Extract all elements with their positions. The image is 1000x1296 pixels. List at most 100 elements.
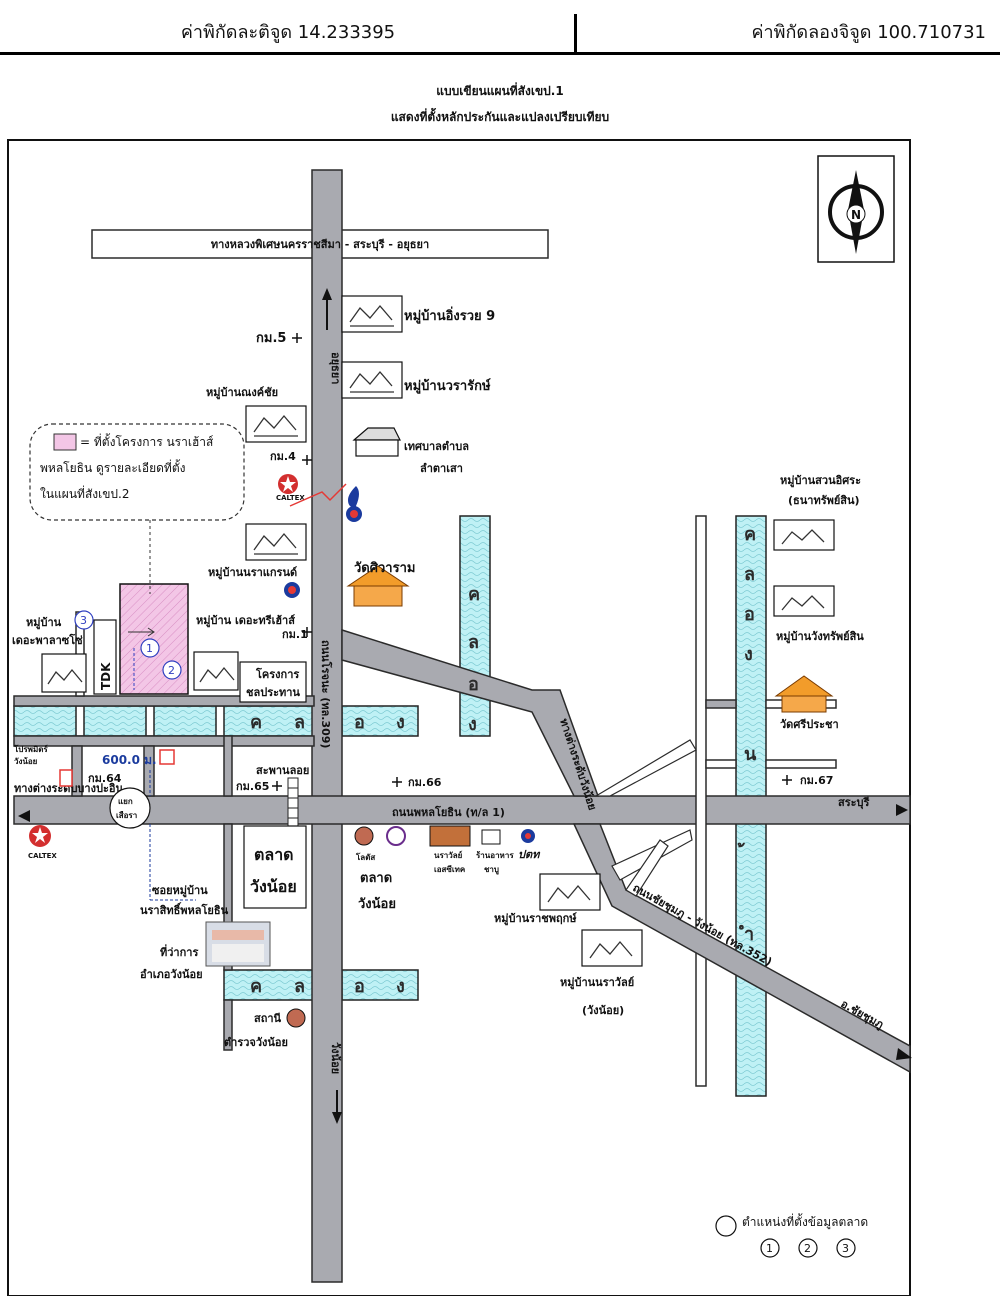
vcanal-char-3: อ — [468, 674, 479, 695]
map-frame — [7, 139, 911, 1296]
marker-circles — [74, 610, 182, 680]
bcanal-char-1: ค — [250, 976, 262, 997]
village-label-1: หมู่บ้านอิ่งรวย 9 — [404, 306, 495, 324]
compass-letter: N — [851, 208, 861, 222]
shop-icons — [354, 825, 535, 847]
seven-eleven-icon-2 — [159, 749, 175, 765]
marker-3: 3 — [80, 614, 87, 627]
seven-eleven-icon — [59, 769, 73, 787]
km1-label: กม.1 — [282, 628, 308, 641]
distance-label: 600.0 ม. — [102, 753, 157, 767]
police-icon — [286, 1008, 306, 1028]
police-label: สถานี — [254, 1012, 282, 1025]
bcanal-char-3: อ — [354, 976, 365, 997]
shop1-label2: เอสซีเทค — [434, 864, 465, 874]
shop2-label: ร้านอาหาร — [476, 850, 514, 860]
temple1-label: วัดศิวาราม — [354, 561, 415, 576]
municipality-label2: ลำตาเสา — [420, 462, 463, 475]
header-rule — [0, 52, 1000, 55]
km-markers: กม.5 กม.4 กม.1 กม.65 กม.64 กม.66 กม.67 — [88, 331, 833, 793]
west-arrowhead — [18, 810, 30, 822]
vcanal-char-1: ค — [468, 584, 480, 605]
village-label-9b: (วังน้อย) — [582, 1004, 624, 1017]
legend-item-1: 1 — [766, 1242, 773, 1255]
caltex-icon — [29, 474, 298, 847]
canal-char-1: ค — [250, 712, 262, 733]
village-label-2: หมู่บ้านวรารักษ์ — [404, 378, 491, 394]
longitude-label: ค่าพิกัดลองจิจูด 100.710731 — [751, 22, 986, 43]
market2-label2: วังน้อย — [358, 896, 396, 912]
bcanal-char-4: ง — [396, 976, 405, 997]
gas-station-icons — [284, 486, 362, 598]
village-label-4: หมู่บ้านนราแกรนด์ — [208, 566, 297, 580]
km5-label: กม.5 — [256, 331, 286, 346]
vcanal-char-4: ง — [468, 714, 477, 735]
legend — [715, 1215, 856, 1258]
km66-label: กม.66 — [408, 776, 442, 789]
latitude-label: ค่าพิกัดละติจูด 14.233395 — [180, 22, 396, 43]
village-label-3: หมู่บ้านณงค์ชัย — [206, 386, 278, 400]
diagonal-roads — [341, 628, 911, 1074]
map-title: แบบเขียนแผนที่สังเขป.1 — [436, 84, 564, 98]
marker-1: 1 — [146, 642, 153, 655]
market2-label: ตลาด — [360, 871, 392, 886]
village-label-6: หมู่บ้านสวนอิศระ — [780, 474, 861, 488]
shop2-label2: ชาบู — [484, 865, 499, 875]
intersection-label2: เสือรา — [116, 810, 137, 820]
district-label: ที่ว่าการ — [160, 944, 198, 959]
north-compass — [817, 155, 895, 263]
village-label-5: หมู่บ้าน เดอะทรีเฮ้าส์ — [196, 614, 295, 628]
km67-label: กม.67 — [800, 774, 833, 787]
rcanal-char-5: น — [744, 744, 757, 765]
canal-char-3: อ — [354, 712, 365, 733]
temple-icon-2 — [774, 675, 834, 713]
callout-line2: พหลโยธิน ดูรายละเอียดที่ตั้ง — [40, 459, 186, 476]
marker-2: 2 — [168, 664, 175, 677]
irrigation-project — [239, 661, 307, 703]
municipality-label: เทศบาลตำบล — [404, 440, 469, 453]
tdk-label: TDK — [99, 662, 113, 690]
km64-label: กม.64 — [88, 772, 122, 785]
promise-label: โปรพมิตร์ — [13, 744, 48, 754]
coordinate-header: ค่าพิกัดละติจูด 14.233395 ค่าพิกัดลองจิจ… — [0, 0, 1000, 56]
north-direction-label: อยุธยา — [328, 352, 342, 384]
phahonyothin-label: ถนนพหลโยธิน (ท/ล 1) — [392, 805, 505, 819]
vcanal-char-2: ล — [468, 632, 479, 653]
project-label2: ชลประทาน — [246, 686, 300, 699]
header-divider — [574, 14, 577, 54]
soi-label: ซอยหมู่บ้าน — [152, 884, 208, 898]
bcanal-char-2: ล — [294, 976, 305, 997]
market-block-1 — [243, 825, 307, 909]
canal-char-2: ล — [294, 712, 305, 733]
district-office-image — [205, 921, 271, 967]
ptt-label: ปตท — [518, 848, 541, 861]
village-label-10b: เดอะพาลาซโซ่ — [12, 633, 83, 647]
district-label2: อำเภอวังน้อย — [140, 968, 203, 981]
rcanal-char-4: ง — [744, 644, 753, 665]
callout-line3: ในแผนที่สังเขป.2 — [40, 485, 130, 501]
flyover-label: ทางต่างระดับบางปะอิน — [14, 782, 123, 795]
market1-label: ตลาด — [254, 845, 294, 864]
map-subtitle: แสดงที่ตั้งหลักประกันและแปลงเปรียบเทียบ — [390, 110, 610, 124]
intersection-circle — [109, 787, 151, 829]
south-arrowhead — [332, 1112, 342, 1124]
market1-label2: วังน้อย — [250, 877, 297, 896]
saraburi-label: สระบุรี — [838, 796, 870, 810]
south-direction-label: วังน้อย — [329, 1042, 342, 1074]
rcanal-char-3: อ — [744, 604, 755, 625]
boundary-break — [289, 483, 347, 507]
lotus-label: โลตัส — [355, 852, 375, 862]
temple-icon-1 — [346, 565, 410, 607]
road-network — [13, 169, 911, 1283]
village-label-9: หมู่บ้านนราวัลย์ — [560, 976, 634, 990]
village-label-10: หมู่บ้าน — [26, 616, 62, 630]
rcanal-char-1: ค — [744, 524, 756, 545]
legend-item-3: 3 — [842, 1242, 849, 1255]
temple2-label: วัดศรีประชา — [780, 718, 839, 731]
caltex-label-2: CALTEX — [28, 852, 57, 860]
east-arrowhead — [896, 804, 908, 816]
legend-item-2: 2 — [804, 1242, 811, 1255]
caltex-label: CALTEX — [276, 494, 305, 502]
km65-label: กม.65 — [236, 780, 269, 793]
pedestrian-bridge — [287, 777, 299, 829]
